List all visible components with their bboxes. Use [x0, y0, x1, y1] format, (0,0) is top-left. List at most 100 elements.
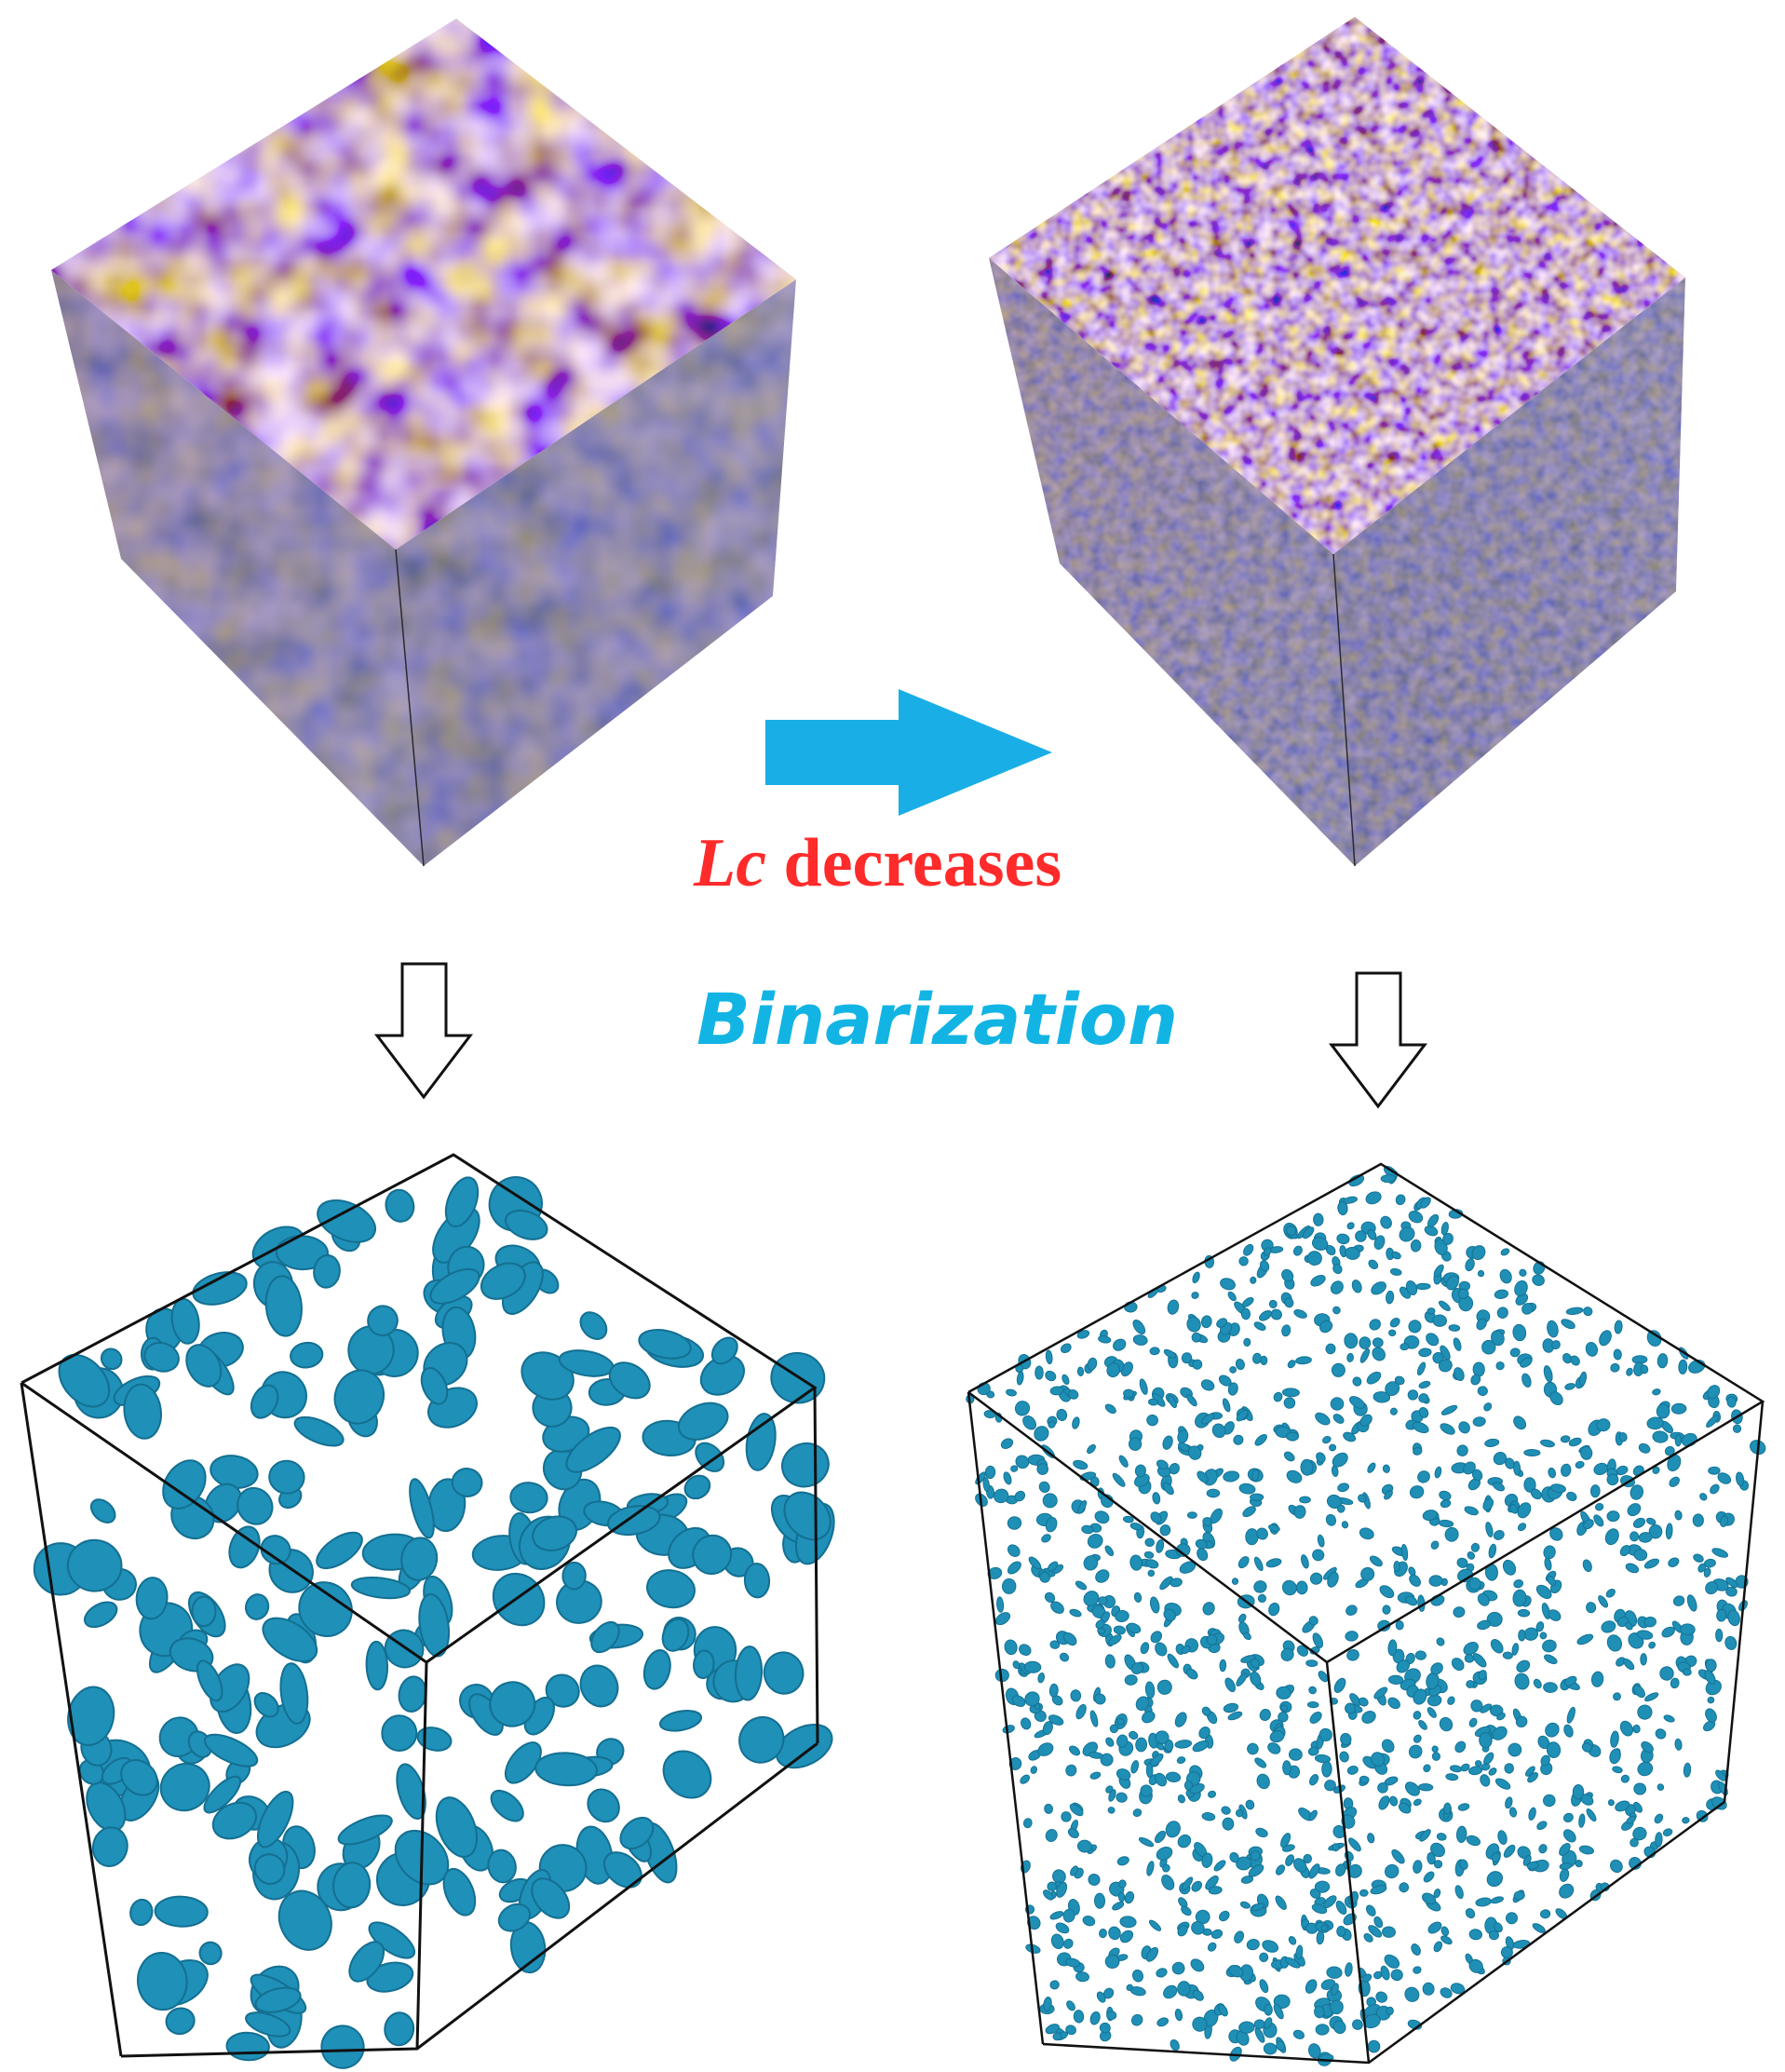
cluster-blob — [268, 1459, 305, 1495]
cluster-blob — [320, 2025, 365, 2069]
cluster-blob — [1440, 1423, 1455, 1435]
cluster-blob — [1281, 1268, 1294, 1282]
cluster-blob — [1268, 1602, 1280, 1617]
cluster-blob — [1343, 1431, 1357, 1442]
cluster-blob — [1468, 1766, 1483, 1776]
cluster-blob — [1439, 1519, 1454, 1528]
cluster-blob — [1142, 1711, 1156, 1724]
cluster-blob — [1056, 1881, 1068, 1898]
cluster-blob — [1413, 1688, 1427, 1705]
cluster-blob — [1427, 1921, 1442, 1934]
cluster-blob — [1045, 1349, 1053, 1365]
cluster-blob — [1372, 1337, 1384, 1348]
cluster-blob — [136, 1952, 188, 2011]
cluster-blob — [1108, 1634, 1122, 1645]
cluster-blob — [1129, 1730, 1139, 1740]
cluster-blob — [1306, 1251, 1322, 1266]
cluster-blob — [982, 1477, 990, 1493]
cluster-blob — [1418, 1347, 1432, 1358]
cluster-blob — [1568, 1437, 1582, 1447]
cluster-blob — [1076, 1839, 1093, 1853]
cluster-blob — [1549, 1391, 1563, 1406]
cluster-blob — [1327, 1571, 1339, 1588]
cluster-blob — [1156, 2017, 1170, 2027]
cluster-blob — [1248, 1863, 1264, 1877]
cluster-blob — [1145, 1763, 1154, 1779]
cluster-blob — [1449, 1765, 1463, 1773]
cluster-blob — [1648, 1524, 1663, 1539]
cluster-blob — [276, 1235, 329, 1271]
cluster-blob — [1440, 1987, 1453, 1998]
cluster-blob — [1607, 1799, 1615, 1807]
cluster-blob — [1652, 1388, 1661, 1396]
cluster-blob — [1329, 1443, 1337, 1452]
cluster-blob — [1477, 1592, 1490, 1606]
cluster-blob — [1488, 1543, 1497, 1559]
cluster-blob — [1067, 1827, 1079, 1839]
cluster-blob — [1189, 1783, 1205, 1794]
cluster-blob — [1417, 1470, 1430, 1483]
cluster-blob — [1667, 1454, 1682, 1472]
cluster-blob — [1395, 1194, 1406, 1206]
cluster-blob — [1250, 1493, 1264, 1502]
cluster-blob — [1309, 1572, 1323, 1585]
cluster-blob — [1259, 1979, 1269, 1994]
cluster-blob — [1481, 1763, 1491, 1771]
cluster-blob — [1295, 1944, 1304, 1960]
cluster-blob — [1208, 1886, 1223, 1895]
cluster-blob — [1389, 1795, 1399, 1807]
cluster-blob — [532, 1515, 577, 1552]
cluster-blob — [1256, 1527, 1268, 1540]
cluster-blob — [497, 1903, 532, 1932]
cluster-blob — [1444, 1526, 1459, 1542]
cluster-blob — [1355, 1230, 1367, 1242]
cluster-blob — [1434, 1466, 1442, 1479]
cluster-blob — [1615, 1800, 1630, 1812]
cluster-blob — [1148, 1398, 1159, 1406]
cluster-blob — [1447, 1696, 1455, 1705]
cluster-blob — [1201, 1812, 1216, 1821]
cluster-blob — [1139, 1378, 1148, 1395]
cluster-blob — [1715, 1769, 1726, 1781]
cluster-blob — [1108, 1926, 1121, 1941]
cluster-blob — [1426, 1333, 1440, 1347]
cluster-blob — [1132, 1334, 1148, 1346]
cluster-blob — [1502, 1651, 1513, 1659]
cluster-blob — [1337, 1483, 1349, 1493]
cluster-blob — [1544, 1557, 1552, 1571]
cluster-blob — [1613, 1348, 1622, 1361]
cluster-blob — [1450, 1983, 1466, 1995]
cluster-blob — [366, 1961, 414, 1993]
cluster-blob — [1629, 1531, 1640, 1542]
cluster-blob — [994, 1612, 1011, 1626]
cluster-blob — [1513, 1579, 1524, 1589]
cluster-blob — [1036, 1463, 1049, 1475]
cluster-blob — [1174, 1740, 1193, 1749]
cluster-blob — [367, 1305, 399, 1336]
cluster-blob — [1095, 1619, 1105, 1630]
cluster-blob — [1346, 1605, 1358, 1616]
cluster-blob — [1015, 1455, 1030, 1469]
cluster-blob — [1470, 1374, 1481, 1386]
cluster-blob — [1048, 1714, 1064, 1726]
cluster-blob — [1263, 1247, 1272, 1256]
cluster-blob — [1129, 1554, 1143, 1571]
cluster-blob — [1334, 1863, 1346, 1876]
cluster-blob — [1174, 2008, 1183, 2022]
cluster-blob — [1380, 1965, 1390, 1981]
cluster-blob — [619, 1816, 655, 1850]
cluster-blob — [1202, 1602, 1215, 1616]
cluster-blob — [1318, 1727, 1332, 1741]
cluster-blob — [1107, 1807, 1116, 1814]
cluster-blob — [1168, 1395, 1177, 1409]
cluster-blob — [444, 1176, 480, 1228]
cluster-blob — [1183, 1780, 1194, 1791]
cluster-blob — [1512, 1323, 1527, 1342]
cluster-blob — [1379, 1585, 1395, 1599]
cluster-blob — [1418, 1720, 1427, 1730]
cluster-blob — [1195, 1909, 1210, 1925]
cluster-blob — [710, 1336, 738, 1365]
cluster-blob — [1069, 1803, 1084, 1817]
cluster-blob — [254, 1986, 302, 2013]
cluster-blob — [1254, 2027, 1265, 2043]
